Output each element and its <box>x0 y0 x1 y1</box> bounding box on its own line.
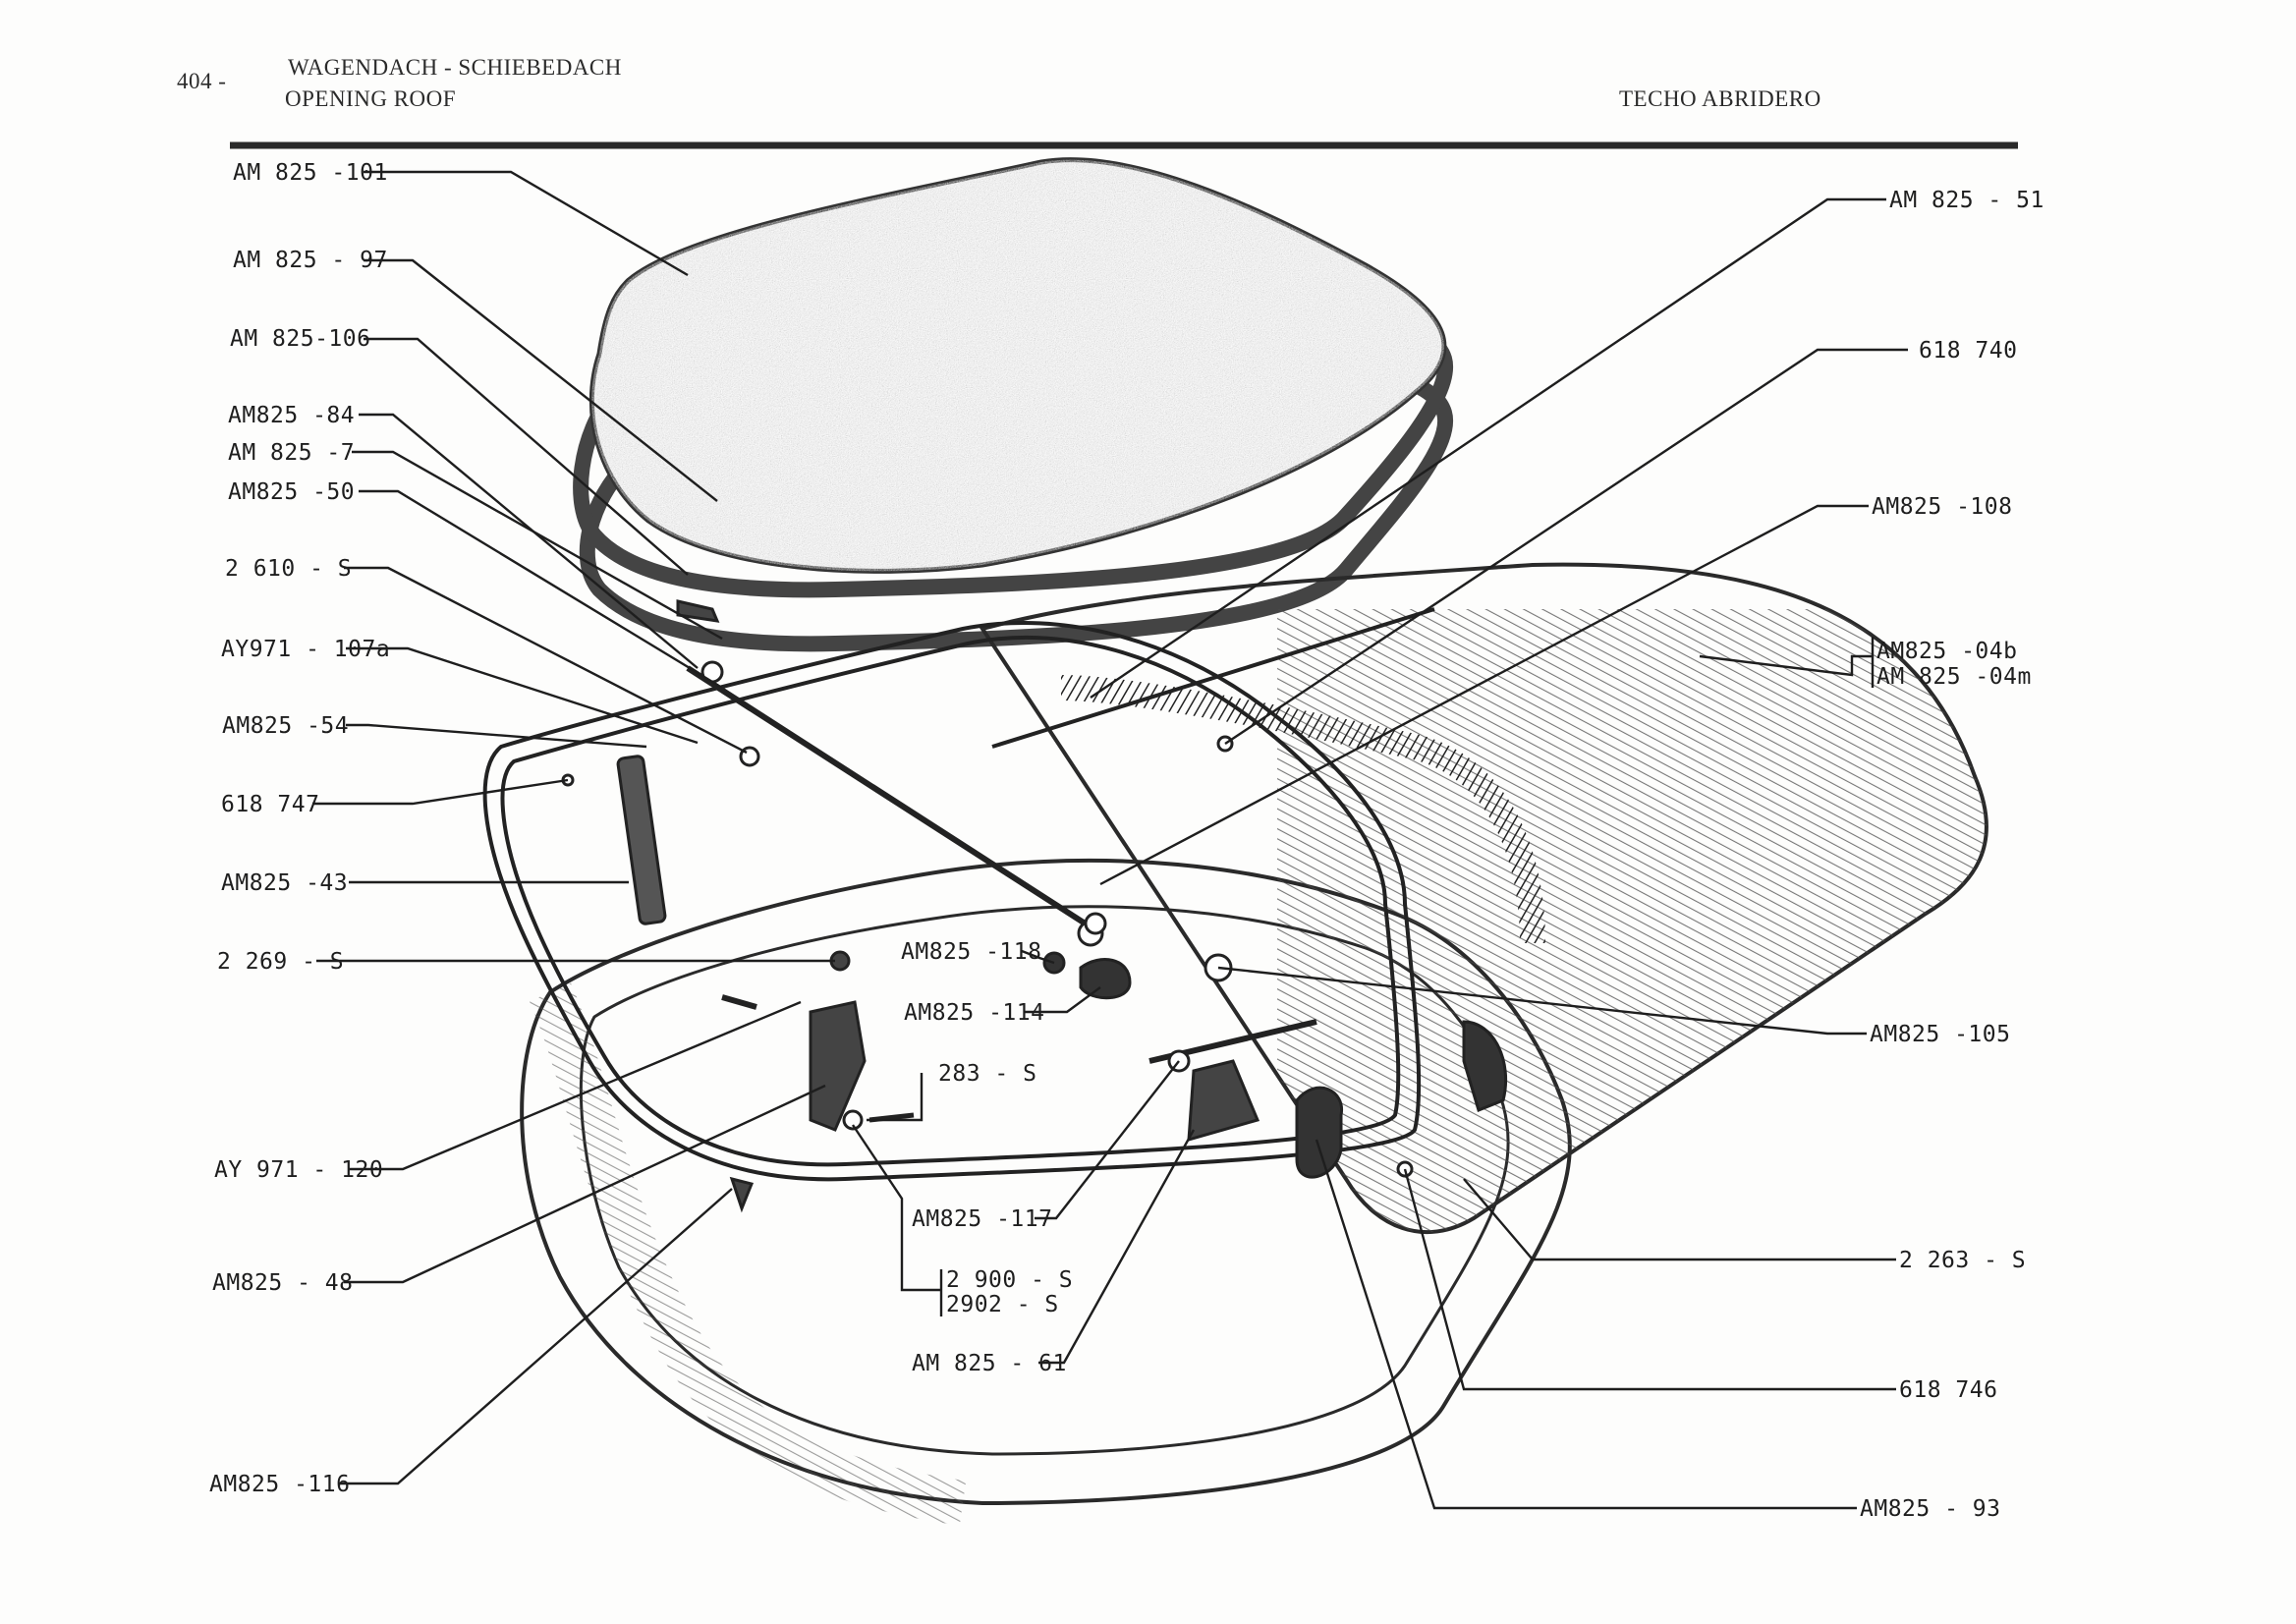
callout-2902-s: 2902 - S <box>946 1292 1059 1317</box>
callout-am825-116: AM825 -116 <box>209 1472 350 1497</box>
callout-am825-114: AM825 -114 <box>904 1000 1044 1026</box>
callout-am825-97: AM 825 - 97 <box>233 248 388 273</box>
callout-am825-7: AM 825 -7 <box>228 440 355 466</box>
callout-am825-105: AM825 -105 <box>1870 1022 2010 1047</box>
callout-2263-s: 2 263 - S <box>1899 1248 2026 1273</box>
callout-am825-101: AM 825 -101 <box>233 160 388 186</box>
callout-ay971-107a: AY971 - 107a <box>221 637 390 662</box>
callout-am825-54: AM825 -54 <box>222 713 349 739</box>
callout-2610-s: 2 610 - S <box>225 556 352 582</box>
callout-am825-108: AM825 -108 <box>1872 494 2012 520</box>
callout-am825-93: AM825 - 93 <box>1860 1496 2000 1522</box>
callout-am825-84: AM825 -84 <box>228 403 355 428</box>
title-spanish: TECHO ABRIDERO <box>1619 86 1821 111</box>
callout-am825-106: AM 825-106 <box>230 326 370 352</box>
callout-am825-61: AM 825 - 61 <box>912 1351 1067 1376</box>
callout-am825-43: AM825 -43 <box>221 870 348 896</box>
callout-2900-s: 2 900 - S <box>946 1267 1073 1293</box>
sunroof-cover-stack <box>573 157 1454 652</box>
callout-618740: 618 740 <box>1919 338 2017 364</box>
title-german: WAGENDACH - SCHIEBEDACH <box>288 55 622 80</box>
callout-am825-50: AM825 -50 <box>228 479 355 505</box>
callout-618747: 618 747 <box>221 792 319 817</box>
inner-frame <box>482 607 1435 1182</box>
callout-283-s: 283 - S <box>938 1061 1036 1087</box>
callout-am825-04b: AM825 -04b <box>1876 639 2017 664</box>
callout-am825-48: AM825 - 48 <box>212 1270 353 1296</box>
callout-618746: 618 746 <box>1899 1377 1997 1403</box>
group-brackets <box>939 637 1875 1316</box>
callout-2269-s: 2 269 - S <box>217 949 344 975</box>
callout-am825-51: AM 825 - 51 <box>1889 188 2044 213</box>
callout-labels: AM 825 -101 AM 825 - 97 AM 825-106 AM825… <box>209 160 2044 1522</box>
callout-am825-118: AM825 -118 <box>901 939 1041 965</box>
page-number: 404 - <box>177 69 227 93</box>
callout-am825-04m: AM 825 -04m <box>1876 664 2032 690</box>
callout-ay971-120: AY 971 - 120 <box>214 1157 383 1183</box>
title-english: OPENING ROOF <box>285 86 457 111</box>
callout-am825-117: AM825 -117 <box>912 1206 1052 1232</box>
leader-lines <box>312 170 1196 1485</box>
